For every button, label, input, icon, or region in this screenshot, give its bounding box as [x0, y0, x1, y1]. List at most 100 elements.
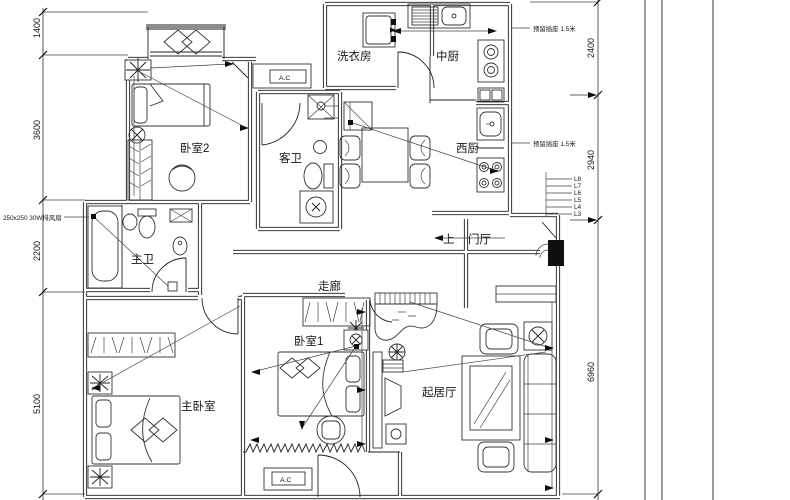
armchair-top — [479, 323, 519, 355]
ac-niche-top: A.C — [252, 63, 312, 89]
sink-west — [476, 107, 505, 141]
floor-lamp — [128, 126, 146, 144]
door-balcony — [317, 454, 361, 498]
coffee-table — [461, 355, 521, 441]
dining-table — [361, 127, 409, 183]
dim-2400: 2400 — [586, 38, 596, 58]
window-ornament — [163, 29, 211, 55]
room-kitchen-west — [476, 107, 505, 193]
room-master-bath — [87, 205, 193, 293]
labels: 卧室2 客卫 洗衣房 中厨 西厨 主卫 上 门厅 走廊 卧室1 主卧室 起居厅 — [131, 49, 491, 413]
room-master-bedroom — [87, 297, 239, 489]
label-kitchen-west: 西厨 — [456, 142, 479, 155]
toilet — [303, 162, 323, 190]
dim-2940: 2940 — [586, 150, 596, 170]
distribution-box — [548, 240, 564, 266]
balcony-hatch — [245, 442, 366, 454]
door-guest-bath — [261, 102, 301, 146]
piano-body — [374, 303, 438, 341]
bed-master — [91, 395, 181, 465]
shaft — [307, 94, 335, 120]
door-bedroom2 — [231, 61, 249, 79]
label-bedroom2: 卧室2 — [180, 141, 209, 155]
bed2 — [131, 83, 211, 127]
circuit-l8: L8 — [574, 176, 582, 183]
label-master-bath: 主卫 — [131, 253, 154, 266]
chair — [339, 163, 361, 189]
appliance — [477, 87, 505, 103]
distribution-box-area — [535, 172, 572, 266]
room-bedroom1 — [245, 297, 393, 498]
bay-window-frame — [147, 27, 225, 59]
socket-note-top: 预留插座 1.5米 — [533, 24, 576, 33]
dining-area — [339, 101, 431, 189]
ac-bottom-label: A.C — [280, 477, 291, 484]
dim-6960: 6960 — [586, 362, 596, 382]
label-laundry: 洗衣房 — [337, 49, 372, 63]
label-foyer-up: 上 — [443, 233, 455, 246]
circuit-l7: L7 — [574, 183, 582, 190]
circuit-l3: L3 — [574, 211, 582, 218]
swivel-chair — [316, 415, 346, 445]
speaker-bottom — [385, 423, 407, 445]
door-laundry — [397, 51, 435, 89]
label-bedroom1: 卧室1 — [294, 334, 323, 348]
tv-wall-unit — [372, 351, 383, 449]
door-bedroom1 — [369, 299, 393, 323]
sofa — [523, 353, 557, 473]
bathtub-box — [87, 205, 123, 289]
label-guest-bath: 客卫 — [279, 151, 302, 165]
dimension-labels: 1400 3600 2200 5100 2400 2940 6960 — [32, 18, 596, 414]
toilet-master-tank — [137, 208, 157, 217]
annotation-labels: 预留插座 1.5米 预留插座 1.5米 250x250 30W排风扇 L8 L7… — [3, 24, 582, 222]
chair — [339, 135, 361, 161]
toilet-master — [138, 215, 156, 239]
adjacent-structure-lines — [644, 0, 714, 500]
door-master-bedroom — [201, 297, 239, 335]
armchair — [168, 164, 196, 192]
ac-top-label: A.C — [279, 75, 290, 82]
bathtub — [91, 210, 119, 282]
room-guest-bath — [261, 94, 338, 224]
cabinet — [343, 101, 373, 131]
wiring — [64, 27, 554, 491]
sink-counter — [407, 3, 471, 29]
basin — [313, 140, 327, 154]
label-foyer: 门厅 — [468, 232, 491, 246]
dim-1400: 1400 — [32, 18, 42, 38]
chair — [409, 135, 431, 161]
dim-2200: 2200 — [32, 241, 42, 261]
label-master-bedroom: 主卧室 — [181, 399, 216, 413]
piano-keyboard — [374, 292, 438, 305]
ac-niche-bottom: A.C — [263, 467, 313, 491]
socket-note-mid: 预留插座 1.5米 — [533, 139, 576, 148]
stove-4burner — [476, 157, 505, 193]
room-living — [372, 285, 557, 473]
armchair-bottom — [477, 441, 515, 473]
table-lamp — [528, 326, 548, 346]
exhaust-fan-note: 250x250 30W排风扇 — [3, 213, 62, 222]
room-laundry — [362, 12, 435, 89]
stove-2burner — [477, 39, 505, 83]
bed1 — [277, 351, 365, 417]
toilet-tank — [323, 163, 334, 189]
circuit-l4: L4 — [574, 204, 582, 211]
speaker-top — [382, 359, 404, 373]
shaft2 — [169, 208, 193, 223]
circuit-l6: L6 — [574, 190, 582, 197]
label-living: 起居厅 — [422, 386, 457, 399]
label-kitchen-cn: 中厨 — [436, 50, 459, 63]
wardrobe-master — [87, 332, 176, 358]
dim-3600: 3600 — [32, 120, 42, 140]
room-bedroom2 — [124, 29, 249, 201]
dim-5100: 5100 — [32, 394, 42, 414]
tv — [384, 377, 402, 417]
door-master-bath — [151, 257, 187, 293]
circuit-l5: L5 — [574, 197, 582, 204]
label-corridor: 走廊 — [318, 279, 341, 293]
fan-symbol — [348, 320, 364, 336]
basin-master — [122, 213, 138, 231]
entry-door — [541, 221, 557, 239]
